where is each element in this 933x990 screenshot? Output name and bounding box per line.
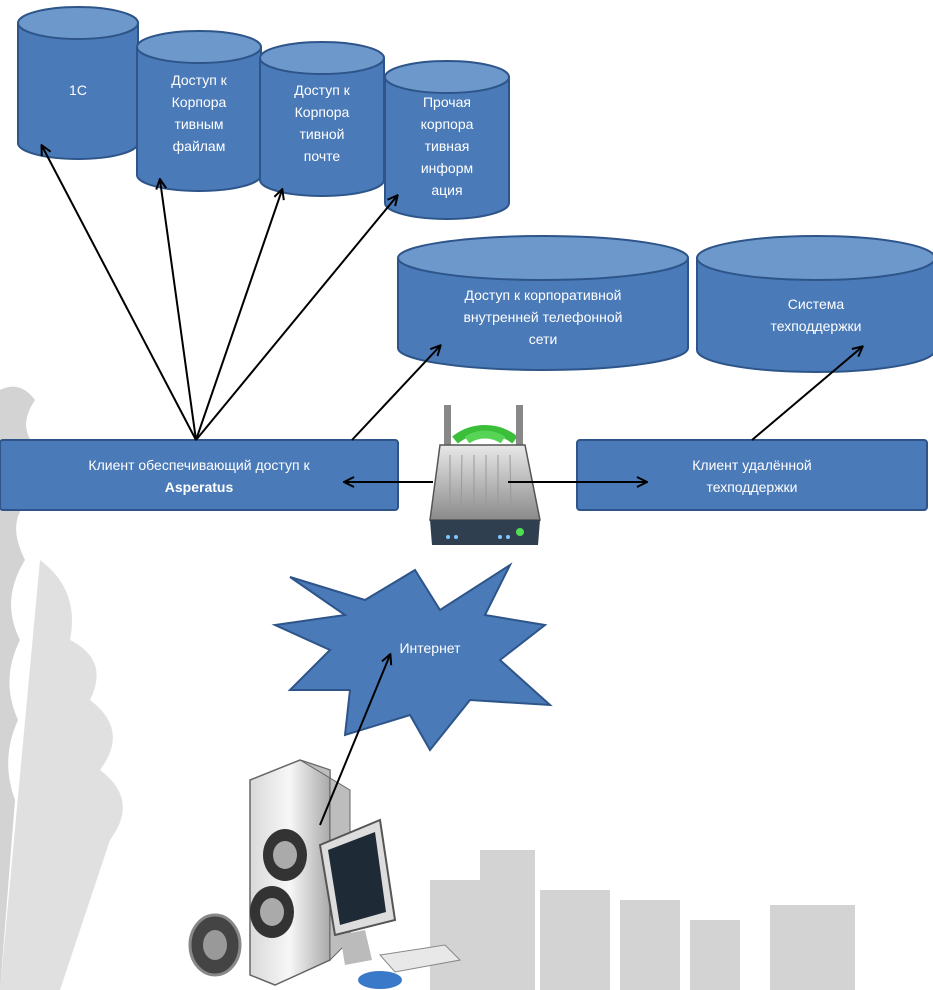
arrow-support-to-system (751, 347, 862, 441)
arrow-pc-to-internet (319, 655, 390, 826)
label-client-access: Клиент обеспечивающий доступ к Asperatus (0, 453, 398, 499)
label-client-access-line1: Клиент обеспечивающий доступ к (88, 457, 310, 473)
arrow-to-other (195, 196, 397, 441)
database-1c (17, 6, 139, 160)
wifi-router-icon (429, 405, 541, 545)
label-mail: Доступ к Корпора тивной почте (294, 82, 350, 164)
arrow-to-1c (42, 146, 197, 441)
arrow-to-files (160, 180, 197, 441)
label-files: Доступ к Корпора тивным файлам (171, 72, 227, 154)
database-support (696, 235, 933, 373)
database-phone (397, 235, 689, 371)
label-phone: Доступ к корпоративной внутренней телефо… (463, 287, 623, 347)
arrow-to-mail (195, 190, 282, 441)
label-internet: Интернет (399, 640, 461, 656)
database-other (384, 60, 510, 220)
desktop-computer-icon (188, 759, 462, 989)
internet-cloud (271, 562, 553, 752)
label-client-access-brand: Asperatus (164, 479, 234, 495)
arrow-to-phone (351, 346, 440, 441)
label-client-support: Клиент удалённой техподдержки (692, 457, 812, 495)
background-decoration (0, 386, 855, 990)
database-files (136, 30, 262, 192)
label-support-system: Система техподдержки (770, 296, 862, 334)
client-access-box (0, 439, 399, 511)
label-1c: 1С (69, 82, 87, 98)
label-other: Прочая корпора тивная информ ация (420, 94, 474, 198)
database-mail (259, 41, 385, 197)
connector-arrows (42, 146, 862, 826)
